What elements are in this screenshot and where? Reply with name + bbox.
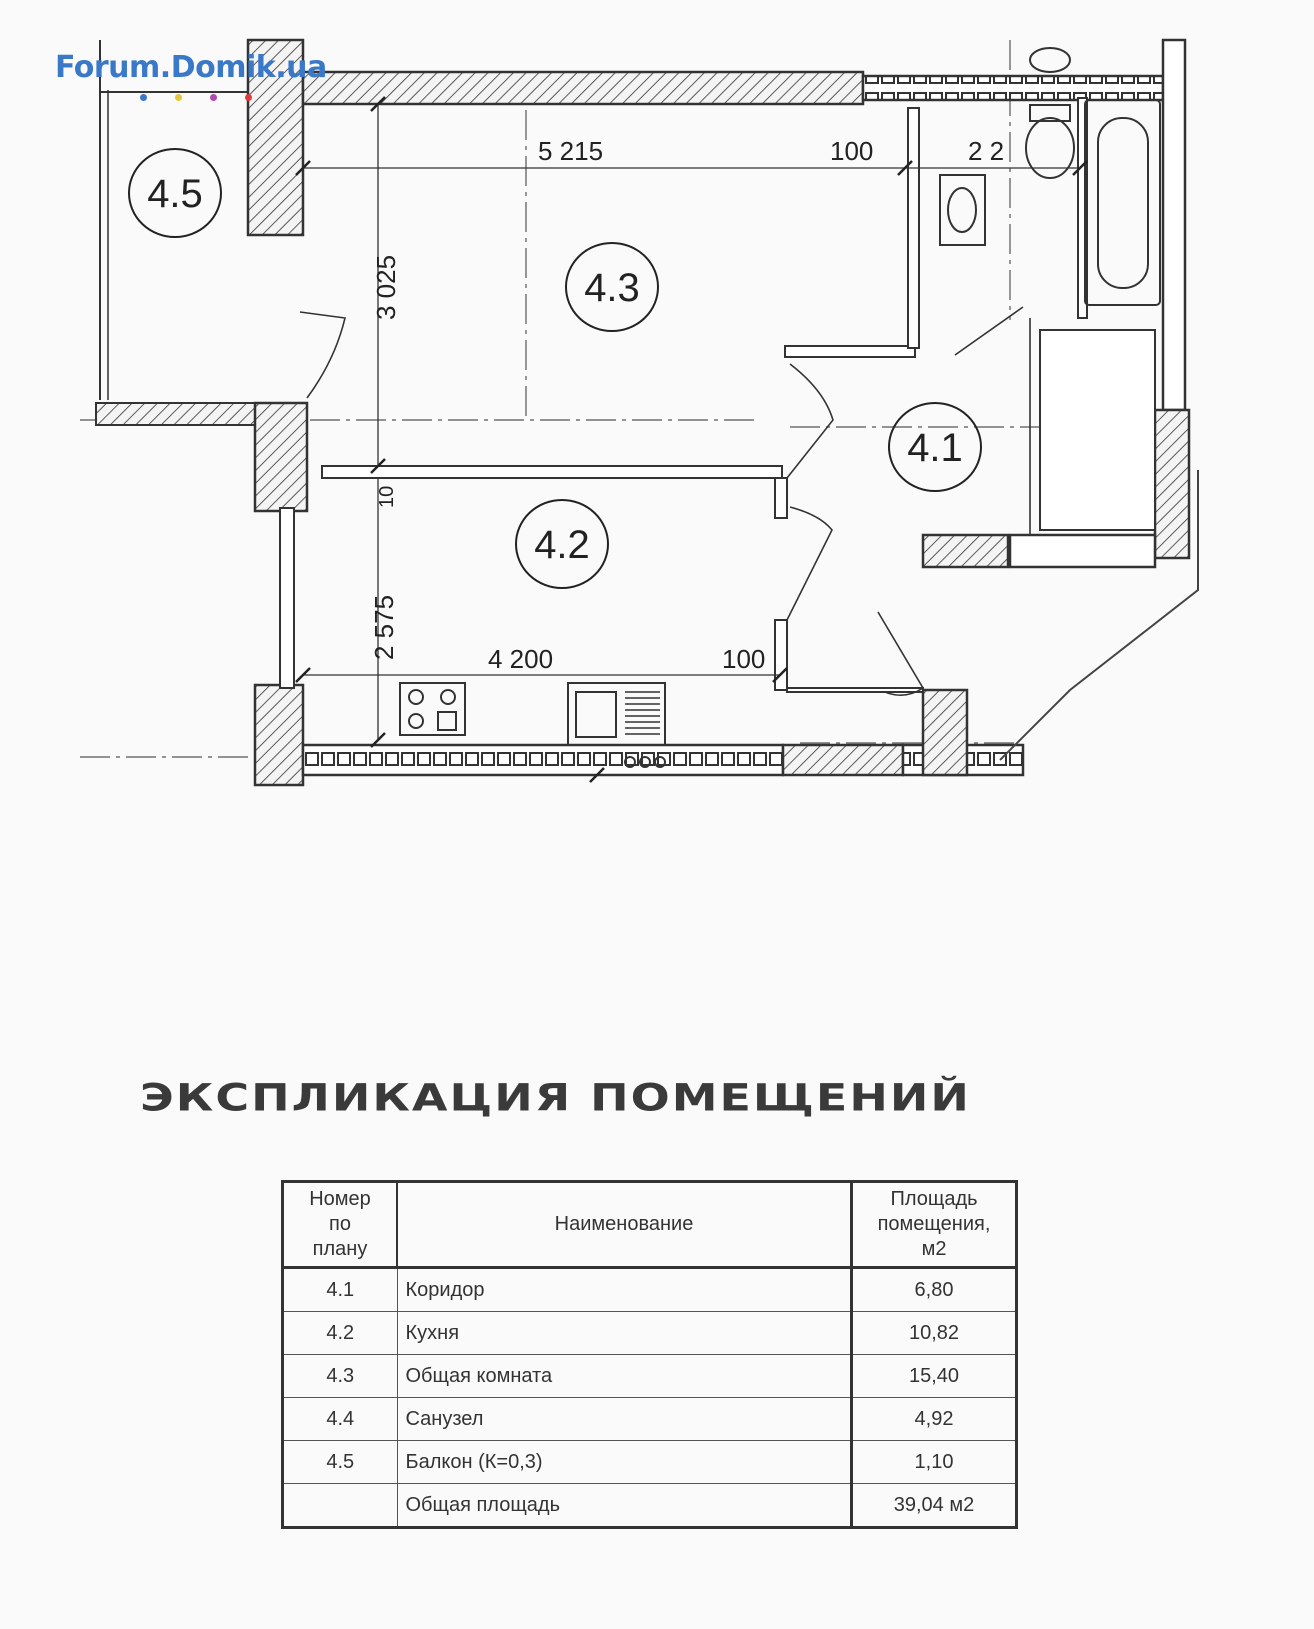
table-row: 4.5 Балкон (К=0,3) 1,10	[282, 1440, 1017, 1484]
header-number-line: по	[329, 1213, 351, 1235]
table-row: 4.4 Санузел 4,92	[282, 1397, 1017, 1441]
room-label-4-2: 4.2	[534, 523, 590, 567]
cell-name: Общая комната	[396, 1354, 852, 1398]
room-marker-4-5: 4.5	[128, 148, 222, 238]
dim-room42-wall: 100	[722, 644, 765, 674]
watermark-dot	[245, 94, 252, 101]
dim-room43-height: 3 025	[371, 255, 401, 320]
cell-area: 10,82	[850, 1311, 1017, 1355]
watermark-logo: Forum.Domik.ua	[55, 50, 327, 85]
cell-number: 4.5	[282, 1440, 398, 1484]
table-header-row: Номер по плану Наименование Площадь поме…	[281, 1180, 1018, 1269]
header-area-line: м2	[921, 1238, 947, 1260]
table-row: 4.2 Кухня 10,82	[282, 1311, 1017, 1355]
cell-name: Кухня	[396, 1311, 852, 1355]
room-marker-4-2: 4.2	[515, 499, 609, 589]
watermark-dot	[175, 94, 182, 101]
cell-area: 1,10	[850, 1440, 1017, 1484]
header-number-line: Номер	[309, 1188, 371, 1210]
watermark-dot	[210, 94, 217, 101]
cell-area: 39,04 м2	[850, 1483, 1017, 1528]
wardrobe	[1039, 329, 1156, 531]
cell-number: 4.4	[282, 1397, 398, 1441]
table-row: 4.3 Общая комната 15,40	[282, 1354, 1017, 1398]
room-label-4-3: 4.3	[584, 266, 640, 310]
dim-partition: 10	[376, 486, 398, 508]
header-area-line: помещения,	[877, 1213, 991, 1235]
dim-room43-wall: 100	[830, 136, 873, 166]
explication-table: Номер по плану Наименование Площадь поме…	[281, 1180, 1018, 1529]
dim-room42-width: 4 200	[488, 644, 553, 674]
table-row: 4.1 Коридор 6,80	[282, 1267, 1017, 1312]
outer-contour	[999, 470, 1199, 761]
doors	[299, 306, 1031, 696]
dim-room42-height: 2 575	[369, 595, 399, 660]
header-number: Номер по плану	[281, 1180, 398, 1269]
dim-bath-width: 2 2	[968, 136, 1004, 166]
partitions	[279, 97, 1088, 693]
room-marker-4-1: 4.1	[888, 402, 982, 492]
table-row-total: Общая площадь 39,04 м2	[282, 1483, 1017, 1528]
watermark-dot	[140, 94, 147, 101]
watermark-dots	[140, 88, 280, 101]
cell-area: 15,40	[850, 1354, 1017, 1398]
floor-plan: 5 215 100 2 2 3 025 10 2 575 4 200 100 4…	[80, 38, 1199, 787]
room-label-4-1: 4.1	[907, 426, 963, 470]
dimension-ticks	[295, 96, 1088, 783]
dim-room43-width: 5 215	[538, 136, 603, 166]
cell-name: Санузел	[396, 1397, 852, 1441]
header-area-line: Площадь	[890, 1188, 978, 1210]
cell-area: 6,80	[850, 1267, 1017, 1312]
bathroom-fixtures	[939, 47, 1161, 306]
cell-name: Общая площадь	[396, 1483, 852, 1528]
cell-name: Коридор	[396, 1267, 852, 1312]
cell-number: 4.2	[282, 1311, 398, 1355]
room-marker-4-3: 4.3	[565, 242, 659, 332]
header-number-line: плану	[312, 1238, 368, 1260]
cell-number	[282, 1483, 398, 1528]
cell-name: Балкон (К=0,3)	[396, 1440, 852, 1484]
room-label-4-5: 4.5	[147, 172, 203, 216]
cell-number: 4.1	[282, 1267, 398, 1312]
header-area: Площадь помещения, м2	[850, 1180, 1018, 1269]
cell-number: 4.3	[282, 1354, 398, 1398]
cell-area: 4,92	[850, 1397, 1017, 1441]
kitchen-fixtures	[399, 682, 666, 768]
header-name: Наименование	[396, 1180, 853, 1269]
dimension-lines	[303, 104, 1080, 740]
walls	[246, 38, 1191, 787]
page-title: ЭКСПЛИКАЦИЯ ПОМЕЩЕНИЙ	[140, 1075, 971, 1120]
